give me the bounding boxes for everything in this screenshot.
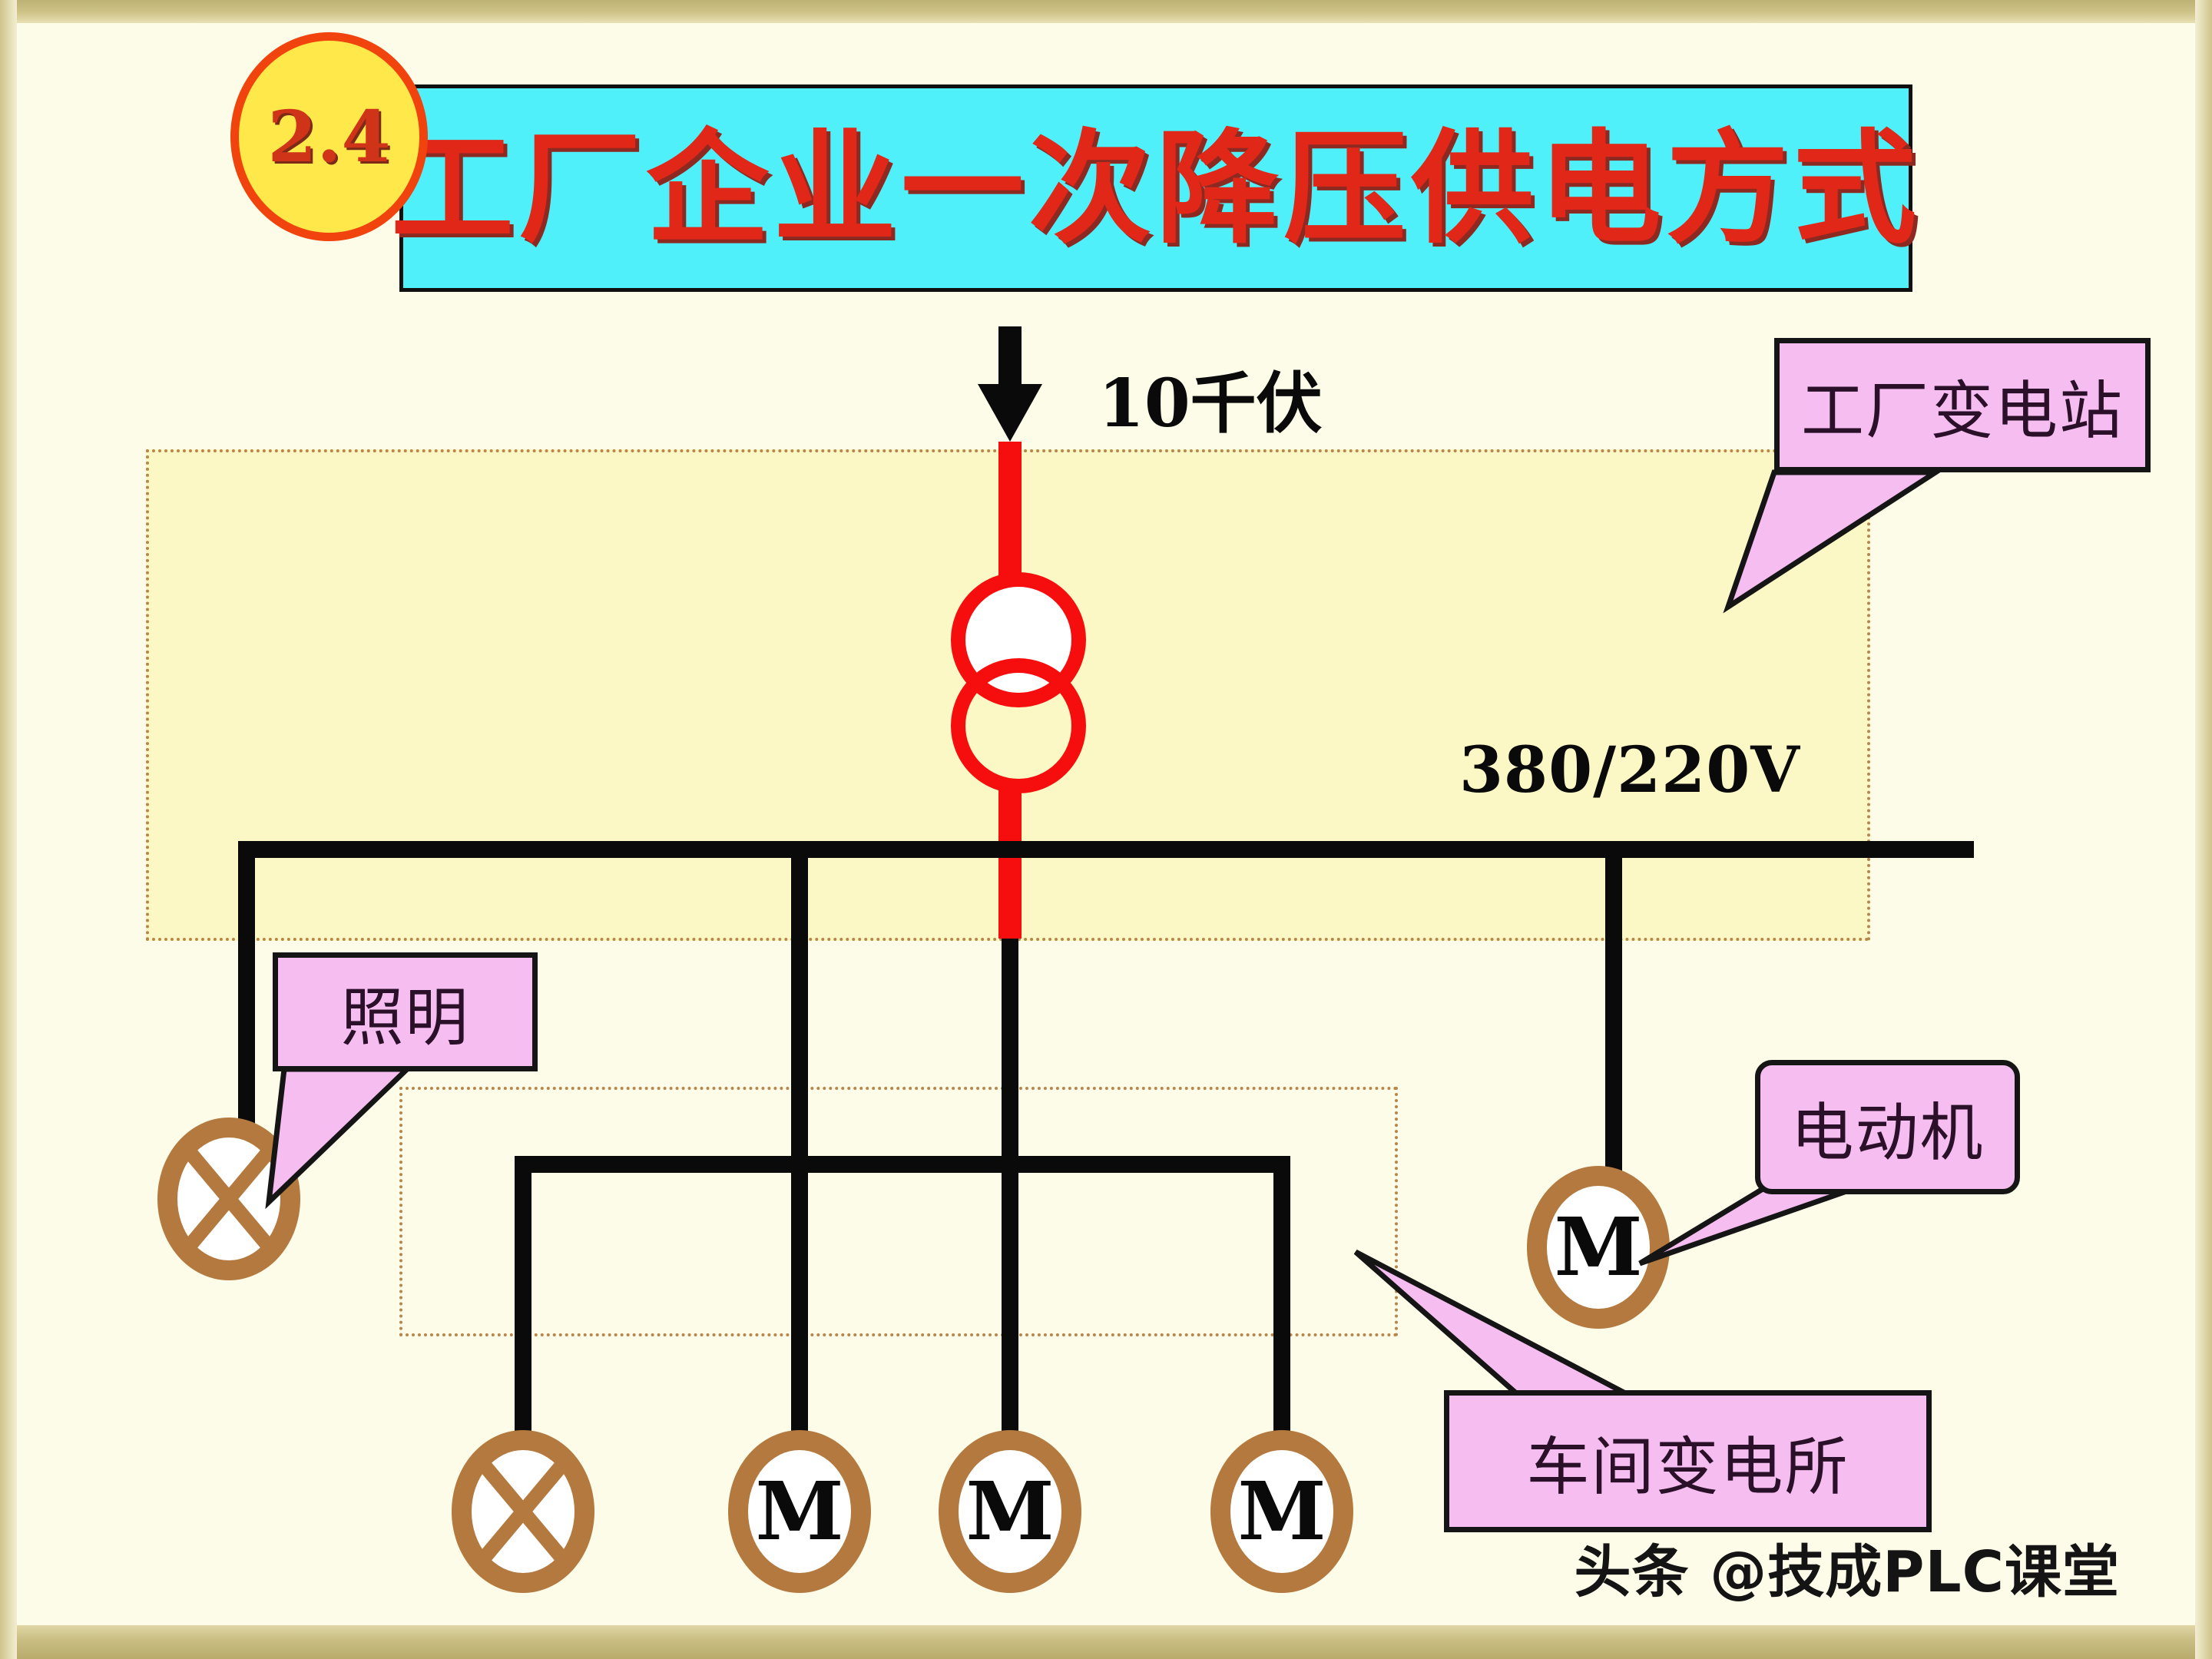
workshop-drop-motor-3 <box>1273 1156 1290 1448</box>
incoming-voltage-label: 10千伏 <box>1098 365 1323 442</box>
right-border-band <box>2195 0 2212 1659</box>
incoming-feed-arrow-head <box>978 384 1042 442</box>
workshop-busbar <box>515 1156 1290 1173</box>
transformer-secondary-coil <box>951 658 1086 793</box>
lighting-callout-label: 照明 <box>340 982 470 1055</box>
workshop-substation-callout: 车间变电所 <box>1444 1390 1932 1532</box>
top-border-band <box>0 0 2212 23</box>
section-number-badge: 2.4 <box>230 32 428 241</box>
lighting-lamp-symbol-bottom <box>452 1430 594 1593</box>
factory-substation-callout-tail <box>1723 469 1945 614</box>
workshop-drop-lamp <box>515 1156 531 1448</box>
main-busbar <box>238 841 1974 858</box>
hv-wire-lower <box>998 785 1022 939</box>
lighting-branch-riser <box>238 841 255 1133</box>
slide-title: 工厂企业一次降压供电方式 <box>391 116 1922 260</box>
slide-title-bar: 工厂企业一次降压供电方式 <box>391 84 1916 292</box>
workshop-substation-callout-label: 车间变电所 <box>1526 1431 1849 1504</box>
workshop-drop-motor-1 <box>791 1156 808 1448</box>
motor-branch-riser <box>1605 841 1622 1179</box>
left-border-band <box>0 0 17 1659</box>
branch-motor-1: M <box>728 1430 871 1593</box>
workshop-feeder-left <box>791 841 808 1164</box>
motor-callout-label: 电动机 <box>1790 1097 1985 1170</box>
transformer-symbol <box>951 572 1097 795</box>
branch-motor-3: M <box>1210 1430 1353 1593</box>
branch-motor-2: M <box>939 1430 1081 1593</box>
lamp-cross-icon <box>180 1141 277 1257</box>
branch-motor-2-label: M <box>965 1464 1055 1558</box>
main-motor-label: M <box>1554 1200 1643 1294</box>
bus-voltage-label: 380/220V <box>1459 733 1800 807</box>
factory-substation-callout: 工厂变电站 <box>1774 338 2151 472</box>
lighting-callout-tail <box>265 1066 414 1210</box>
watermark: 头条 @技成PLC课堂 <box>1574 1539 2120 1605</box>
workshop-feeder-center <box>1002 939 1018 1165</box>
motor-callout: 电动机 <box>1755 1060 2020 1194</box>
branch-motor-1-label: M <box>755 1464 844 1558</box>
lighting-callout: 照明 <box>273 952 538 1071</box>
branch-motor-3-label: M <box>1237 1464 1326 1558</box>
section-number: 2.4 <box>267 95 391 178</box>
workshop-substation-zone <box>399 1087 1398 1336</box>
factory-substation-callout-label: 工厂变电站 <box>1800 375 2124 448</box>
lamp-cross-icon <box>475 1454 571 1569</box>
bottom-border-band <box>0 1625 2212 1659</box>
workshop-drop-motor-2 <box>1002 1156 1018 1448</box>
hv-wire-upper <box>998 442 1022 578</box>
